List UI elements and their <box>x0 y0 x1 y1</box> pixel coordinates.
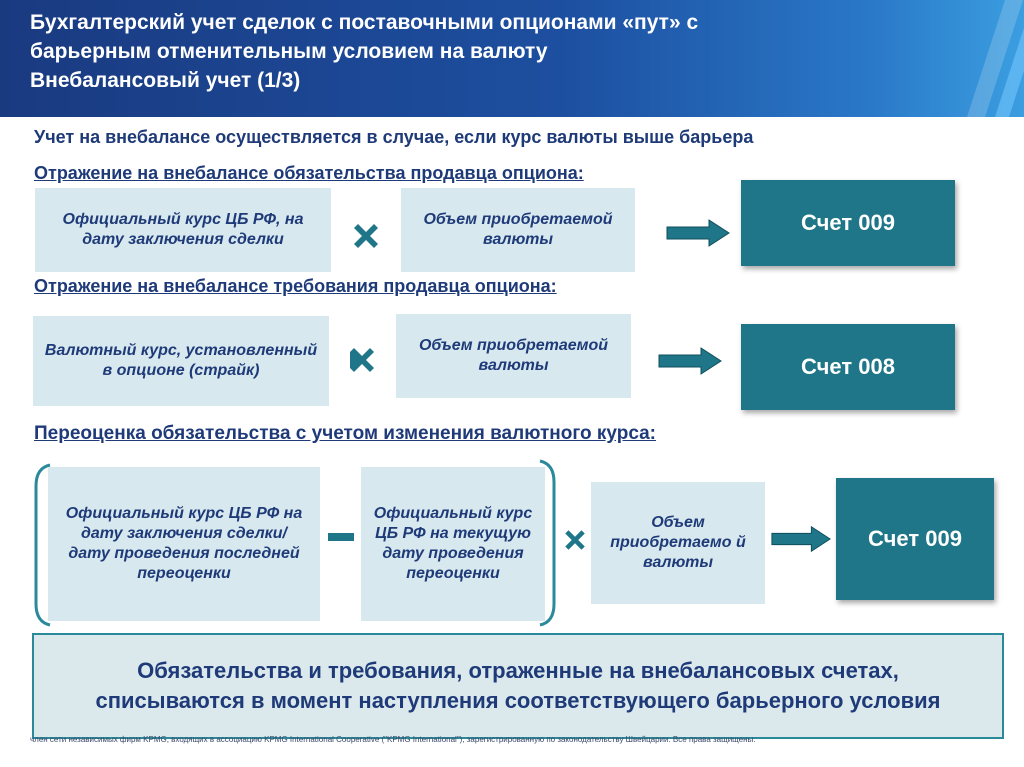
account-label: Счет 009 <box>801 210 895 235</box>
title-line-3: Внебалансовый учет (1/3) <box>30 69 301 92</box>
footer-disclaimer: член сети независимых фирм KPMG, входящи… <box>30 735 756 744</box>
minus-icon <box>328 533 354 541</box>
right-bracket-icon <box>539 459 556 627</box>
section3-current-rate-text: Официальный курс ЦБ РФ на текущую дату п… <box>373 505 533 582</box>
section3-volume-box: Объем приобретаемо й валюты <box>591 482 765 604</box>
multiply-icon <box>565 530 585 550</box>
account-009-revaluation-card: Счет 009 <box>836 478 994 600</box>
account-008-card: Счет 008 <box>741 324 955 410</box>
section3-old-rate-text: Официальный курс ЦБ РФ на дату заключени… <box>65 505 303 582</box>
header-banner: Бухгалтерский учет сделок с поставочными… <box>0 0 1024 117</box>
section3-heading: Переоценка обязательства с учетом измене… <box>34 423 657 444</box>
section2-volume-box: Объем приобретаемой валюты <box>396 314 631 398</box>
section2-heading: Отражение на внебалансе требования прода… <box>34 276 557 296</box>
section3-old-rate-box: Официальный курс ЦБ РФ на дату заключени… <box>48 467 320 621</box>
section1-rate-text: Официальный курс ЦБ РФ, на дату заключен… <box>62 211 304 248</box>
title-line-1: Бухгалтерский учет сделок с поставочными… <box>30 11 699 34</box>
conclusion-box: Обязательства и требования, отраженные н… <box>32 633 1004 739</box>
section2-strike-text: Валютный курс, установленный в опционе (… <box>44 342 318 379</box>
intro-text: Учет на внебалансе осуществляется в случ… <box>34 127 754 147</box>
account-009-card: Счет 009 <box>741 180 955 266</box>
arrow-right-icon <box>771 525 831 553</box>
page-title: Бухгалтерский учет сделок с поставочными… <box>30 8 890 95</box>
section2-strike-box: Валютный курс, установленный в опционе (… <box>33 316 329 406</box>
title-line-2: барьерным отменительным условием на валю… <box>30 40 548 63</box>
multiply-icon <box>354 224 378 248</box>
section1-volume-text: Объем приобретаемой валюты <box>423 211 613 248</box>
arrow-right-icon <box>666 219 730 247</box>
section2-volume-text: Объем приобретаемой валюты <box>418 337 609 374</box>
section1-heading: Отражение на внебалансе обязательства пр… <box>34 163 584 183</box>
arrow-right-icon <box>658 347 722 375</box>
section3-current-rate-box: Официальный курс ЦБ РФ на текущую дату п… <box>361 467 545 621</box>
account-label: Счет 008 <box>801 354 895 379</box>
conclusion-text: Обязательства и требования, отраженные н… <box>95 658 941 713</box>
multiply-icon <box>350 348 374 372</box>
section3-volume-text: Объем приобретаемо й валюты <box>610 514 746 571</box>
section1-rate-box: Официальный курс ЦБ РФ, на дату заключен… <box>35 188 331 272</box>
left-bracket-icon <box>34 463 51 627</box>
section1-volume-box: Объем приобретаемой валюты <box>401 188 635 272</box>
account-label: Счет 009 <box>868 526 962 551</box>
